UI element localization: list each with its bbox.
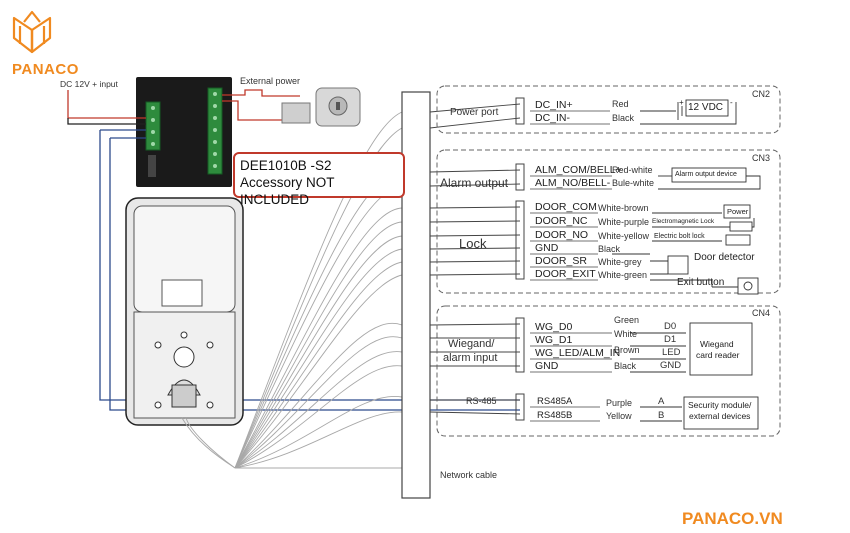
- color-yellow: Yellow: [606, 411, 632, 421]
- pin-d1: D1: [664, 334, 677, 345]
- lock-title: Lock: [459, 236, 487, 251]
- book-logo-icon: [12, 10, 52, 54]
- accessory-callout: DEE1010B -S2 Accessory NOT INCLUDED: [233, 152, 405, 207]
- signal-gnd: GND: [535, 242, 559, 254]
- rs485-label: RS-485: [466, 396, 497, 406]
- color-green: Green: [614, 315, 640, 325]
- color-white-brown: White-brown: [598, 203, 649, 213]
- signal-rs485a: RS485A: [537, 396, 573, 407]
- color-bule-white: Bule-white: [612, 178, 655, 188]
- color-red-white: Red-white: [612, 165, 653, 175]
- cn2-label: CN2: [752, 89, 771, 99]
- signal-wg-d0: WG_D0: [535, 321, 573, 333]
- brand-logo-text: PANACO: [12, 61, 79, 78]
- wiegand-title-1: Wiegand/: [448, 338, 495, 350]
- network-cable-label: Network cable: [440, 470, 498, 480]
- color-black-gnd: Black: [598, 244, 621, 254]
- dc-input-label: DC 12V + input: [60, 79, 118, 89]
- door-detector: Door detector: [694, 252, 755, 263]
- electric-bolt-lock: Electric bolt lock: [654, 233, 705, 240]
- signal-rs485b: RS485B: [537, 410, 573, 421]
- cable-bundle: [181, 111, 403, 469]
- cn4-label: CN4: [752, 308, 771, 318]
- signal-wg-gnd: GND: [535, 360, 559, 372]
- signal-door-no: DOOR_NO: [535, 229, 589, 241]
- external-power-label: External power: [240, 76, 301, 86]
- brand-footer: PANACO.VN: [682, 509, 783, 528]
- color-white-grey: White-grey: [598, 257, 642, 267]
- signal-wg-led: WG_LED/ALM_IN: [535, 347, 621, 359]
- signal-alm-com: ALM_COM/BELL+: [535, 164, 622, 176]
- alarm-output-title: Alarm output: [440, 176, 509, 190]
- signal-wg-d1: WG_D1: [535, 334, 573, 346]
- security-module-1: Security module/: [688, 400, 752, 410]
- electric-lock-icon: [281, 87, 361, 127]
- signal-dc-in-minus: DC_IN-: [535, 112, 571, 124]
- signal-alm-no: ALM_NO/BELL-: [535, 177, 611, 189]
- color-white-purple: White-purple: [598, 217, 650, 227]
- color-white-yellow: White-yellow: [598, 231, 650, 241]
- left-terminal-block: [145, 101, 161, 151]
- color-black: Black: [612, 113, 635, 123]
- callout-note: Accessory NOT INCLUDED: [240, 175, 335, 207]
- signal-door-nc: DOOR_NC: [535, 215, 588, 227]
- pin-led: LED: [662, 347, 681, 358]
- signal-door-com: DOOR_COM: [535, 201, 597, 213]
- pin-d0: D0: [664, 321, 677, 332]
- color-white: White: [614, 329, 638, 339]
- wiring-harness: [401, 91, 431, 499]
- color-red: Red: [612, 99, 629, 109]
- power-supply-12vdc: 12 VDC: [688, 102, 724, 113]
- signal-dc-in-plus: DC_IN+: [535, 99, 573, 111]
- lock-power: Power: [727, 207, 749, 216]
- pin-b: B: [658, 410, 665, 421]
- wiegand-device-1: Wiegand: [700, 339, 734, 349]
- alarm-output-device: Alarm output device: [675, 171, 737, 178]
- signal-door-exit: DOOR_EXIT: [535, 268, 596, 280]
- color-white-green: White-green: [598, 270, 648, 280]
- security-module-2: external devices: [689, 411, 751, 421]
- pin-a: A: [658, 396, 665, 407]
- wiegand-title-2: alarm input: [443, 352, 498, 364]
- callout-model: DEE1010B -S2: [240, 158, 332, 173]
- color-brown: Brown: [614, 345, 640, 355]
- power-plus: +: [679, 98, 684, 107]
- electromagnetic-lock: Electromagnetic Lock: [652, 218, 715, 225]
- access-controller-device: [125, 197, 244, 426]
- color-purple: Purple: [606, 398, 633, 408]
- exit-button: Exit button: [677, 277, 725, 288]
- wiegand-device-2: card reader: [696, 350, 740, 360]
- signal-door-sr: DOOR_SR: [535, 255, 587, 267]
- pin-gnd: GND: [660, 360, 682, 371]
- color-black-wg: Black: [614, 361, 637, 371]
- power-port-title: Power port: [450, 107, 499, 118]
- cn3-label: CN3: [752, 153, 771, 163]
- power-minus: -: [730, 98, 733, 107]
